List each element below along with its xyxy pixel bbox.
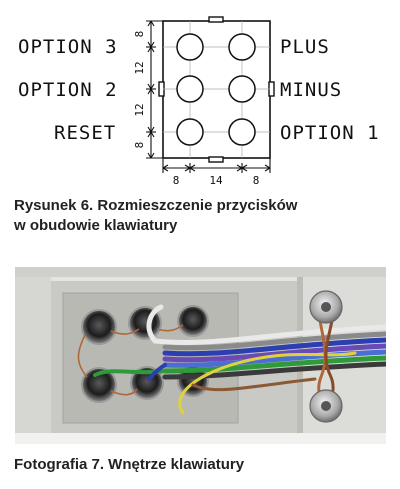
button-minus — [228, 75, 256, 103]
vertical-dimension — [146, 20, 163, 159]
label-option-3: OPTION 3 — [18, 36, 118, 58]
label-option-2: OPTION 2 — [18, 79, 118, 101]
enclosure-notch-bottom — [208, 156, 224, 163]
label-reset: RESET — [54, 122, 117, 144]
horizontal-dimension — [162, 158, 271, 173]
hdim-2: 14 — [209, 174, 223, 187]
keypad-interior-illustration — [15, 267, 389, 444]
vdim-4: 8 — [133, 142, 146, 149]
label-minus: MINUS — [280, 79, 343, 101]
hdim-3: 8 — [253, 174, 260, 187]
vdim-1: 8 — [133, 31, 146, 38]
hdim-1: 8 — [173, 174, 180, 187]
label-plus: PLUS — [280, 36, 330, 58]
wire-bundle — [93, 304, 389, 415]
button-reset — [176, 118, 204, 146]
figure-6-caption-line-1: Rysunek 6. Rozmieszczenie przycisków — [14, 197, 298, 214]
keypad-interior-photo — [15, 267, 389, 444]
figure-6-caption: Rysunek 6. Rozmieszczenie przycisków w o… — [14, 196, 384, 236]
photo-7-caption: Fotografia 7. Wnętrze klawiatury — [14, 456, 245, 473]
button-layout-figure: 8 12 12 8 8 14 8 OPTION 3 OPTION 2 RESET… — [0, 0, 400, 190]
label-option-1: OPTION 1 — [280, 122, 380, 144]
vdim-3: 12 — [133, 103, 146, 116]
button-layout-drawing: 8 12 12 8 8 14 8 — [133, 16, 275, 187]
vdim-2: 12 — [133, 61, 146, 74]
enclosure-notch-top — [208, 16, 224, 23]
button-option-2 — [176, 75, 204, 103]
terminal-posts — [309, 290, 343, 423]
button-option-3 — [176, 33, 204, 61]
figure-6-caption-line-2: w obudowie klawiatury — [14, 217, 178, 234]
button-option-1 — [228, 118, 256, 146]
button-plus — [228, 33, 256, 61]
